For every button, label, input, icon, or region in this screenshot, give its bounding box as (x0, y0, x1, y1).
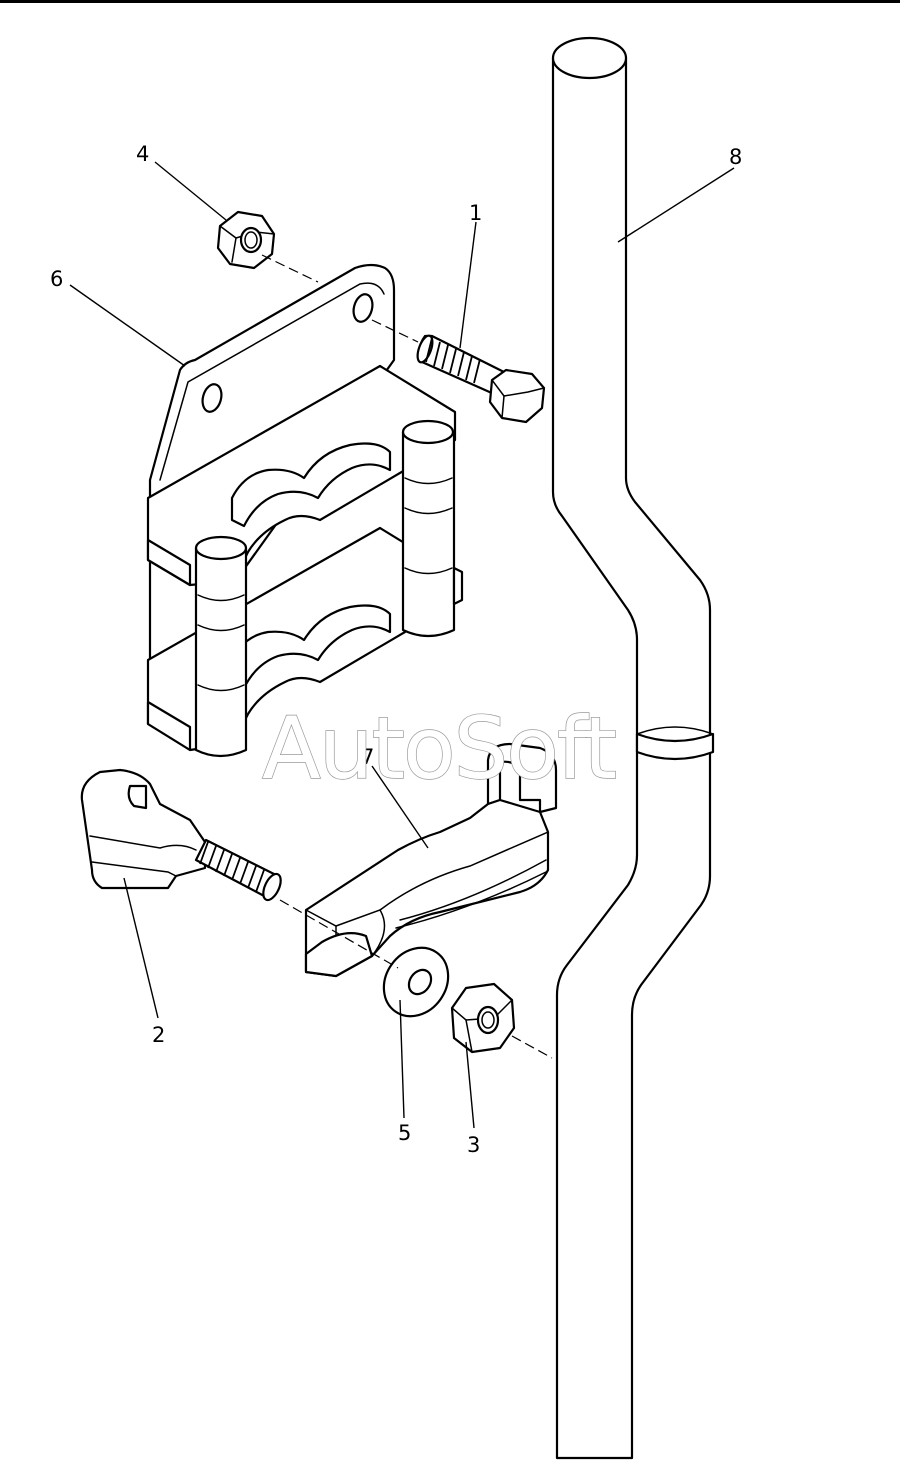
part-4-nut (216, 210, 276, 270)
callout-8: 8 (729, 145, 742, 169)
part-7-lever (304, 742, 558, 978)
callouts: 4 1 6 8 7 2 5 3 (50, 142, 742, 1157)
leader-lines (69, 161, 735, 1129)
callout-1: 1 (469, 201, 482, 225)
part-6-bracket (146, 263, 464, 758)
callout-7: 7 (361, 745, 374, 769)
callout-4: 4 (136, 142, 149, 166)
part-3-nut (450, 982, 516, 1054)
part-2-hook-bolt (80, 768, 282, 902)
part-8-rod (551, 36, 715, 1460)
part-1-bolt (416, 334, 546, 424)
callout-3: 3 (467, 1133, 480, 1157)
callout-2: 2 (152, 1023, 165, 1047)
part-5-washer (382, 946, 450, 1018)
assembly-axes (261, 254, 553, 1059)
callout-5: 5 (398, 1121, 411, 1145)
watermark-logo: AutoSoft (262, 699, 616, 799)
callout-6: 6 (50, 267, 63, 291)
